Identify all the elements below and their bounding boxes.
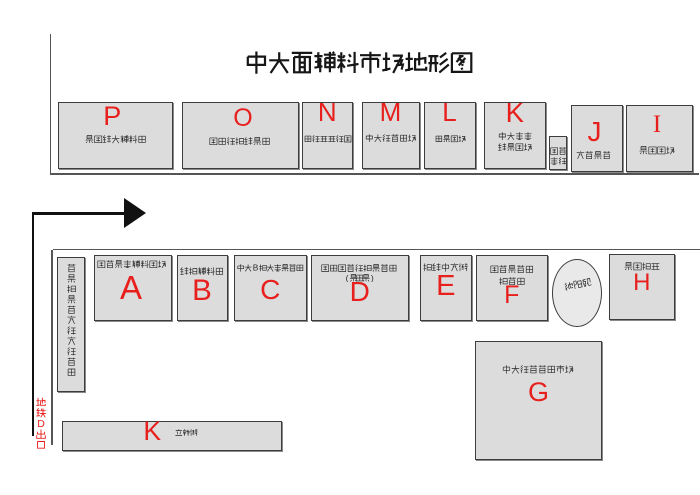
svg-text:): ) bbox=[371, 274, 374, 282]
svg-text:D: D bbox=[38, 418, 46, 430]
svg-text:(: ( bbox=[345, 274, 348, 282]
svg-text:B: B bbox=[253, 264, 259, 272]
